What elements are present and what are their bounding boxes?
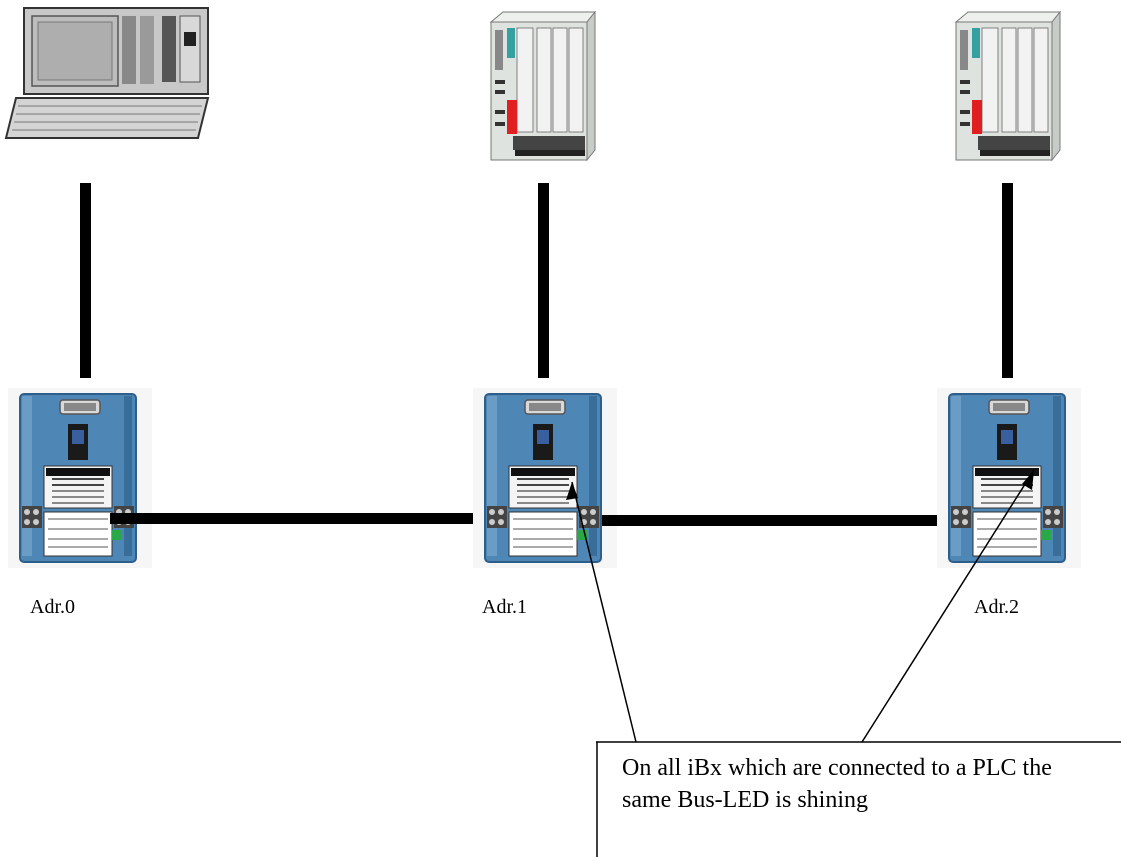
ibx-module-icon-1 <box>472 387 618 569</box>
address-label-2: Adr.2 <box>974 596 1019 618</box>
connection-line-plc-2 <box>1002 183 1013 378</box>
callout-arrow-1 <box>571 481 637 743</box>
callout-arrowhead-2 <box>1022 470 1034 490</box>
connection-line-terminal <box>80 183 91 378</box>
callout-box: On all iBx which are connected to a PLC … <box>596 740 1116 816</box>
callout-arrowhead-1 <box>566 482 578 500</box>
ibx-module-icon-2 <box>936 387 1082 569</box>
ibx-module-icon-0 <box>7 387 153 569</box>
bus-line-1-2 <box>602 515 937 526</box>
callout-text: On all iBx which are connected to a PLC … <box>622 755 1052 813</box>
callout-arrow-2 <box>861 469 1035 743</box>
plc-rack-icon-1 <box>482 9 596 171</box>
computer-terminal-icon <box>1 1 213 141</box>
plc-rack-icon-2 <box>947 9 1061 171</box>
connection-line-plc-1 <box>538 183 549 378</box>
bus-line-0-1 <box>110 513 473 524</box>
address-label-1: Adr.1 <box>482 596 527 618</box>
address-label-0: Adr.0 <box>30 596 75 618</box>
